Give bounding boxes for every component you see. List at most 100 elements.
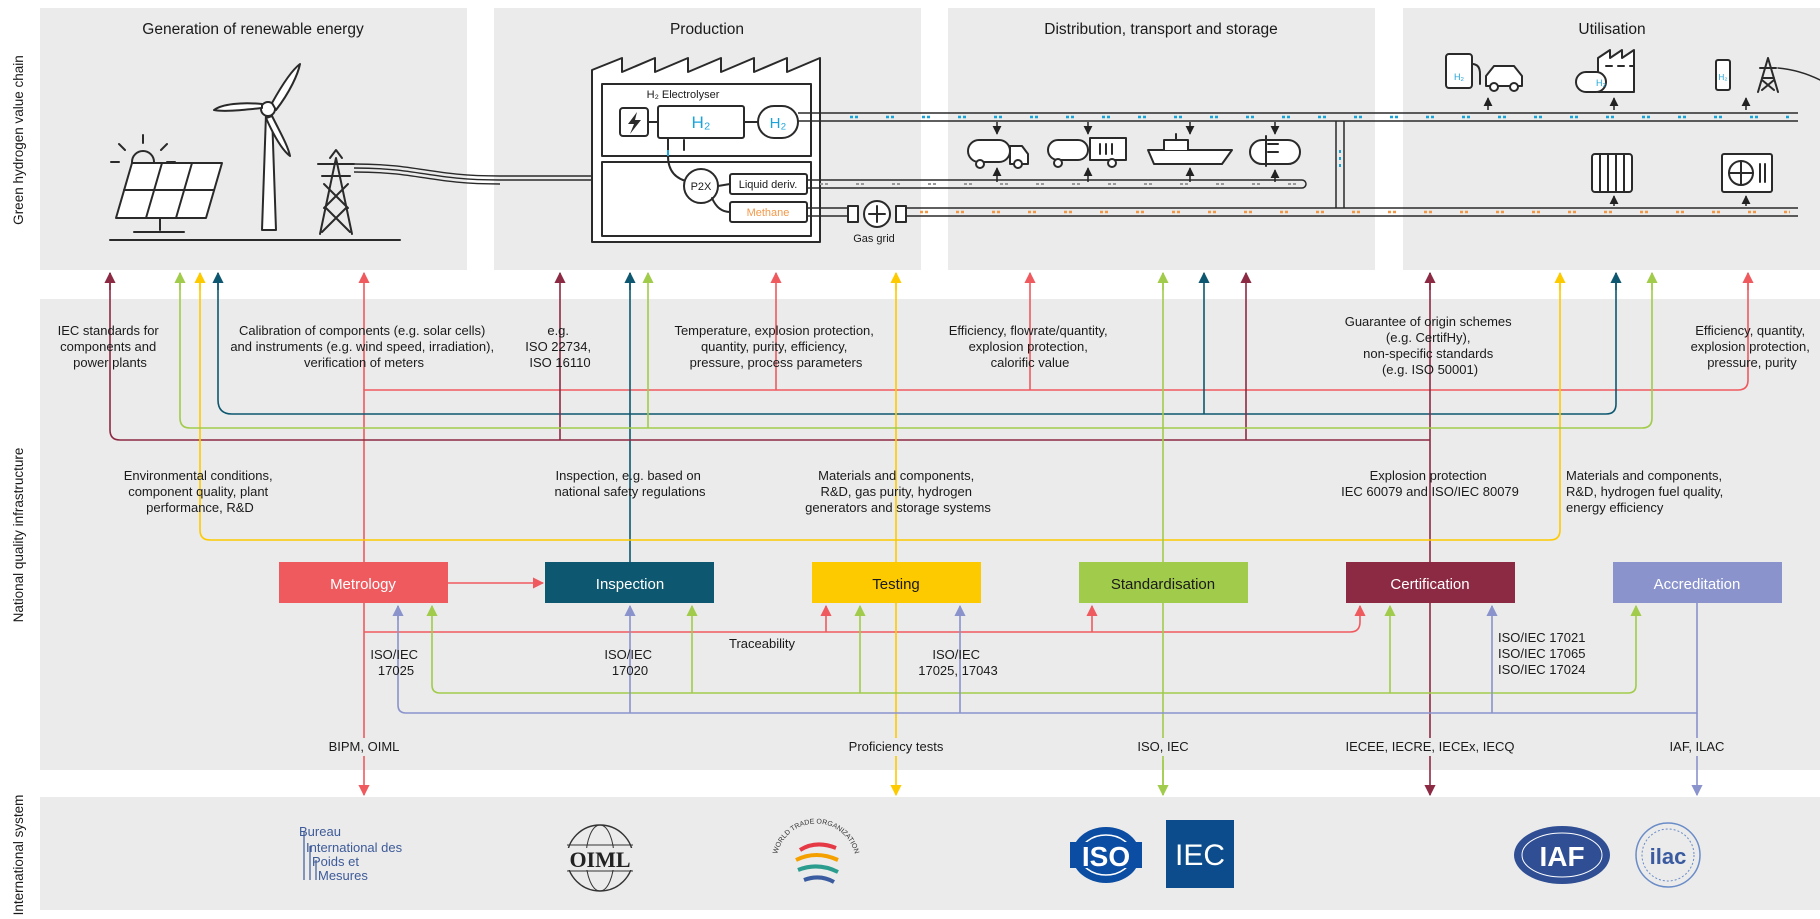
annotation-iso17025: ISO/IEC 17025 xyxy=(370,647,421,678)
annotation-explosion: Explosion protection IEC 60079 and ISO/I… xyxy=(1341,468,1519,499)
ship-icon xyxy=(1147,133,1233,165)
wind-turbine-icon xyxy=(213,63,301,231)
bipm-logo: Bureau International des Poids et Mesure… xyxy=(299,824,406,883)
annotation-iso17020: ISO/IEC 17020 xyxy=(604,647,655,678)
tank-h2: H₂ xyxy=(770,115,787,132)
accreditation-label: Accreditation xyxy=(1654,576,1741,593)
certification-box xyxy=(1346,562,1515,603)
testing-box xyxy=(812,562,981,603)
lightning-icon xyxy=(628,112,641,134)
svg-text:IAF: IAF xyxy=(1539,841,1584,872)
side-label-nqi: National quality infrastructure xyxy=(11,448,26,623)
panel-title-utilisation: Utilisation xyxy=(1578,21,1645,38)
utilisation-arrows xyxy=(1483,97,1751,206)
oiml-logo: OIML xyxy=(564,824,636,892)
liquid-deriv-label: Liquid deriv. xyxy=(739,179,798,191)
testing-label: Testing xyxy=(872,576,920,593)
inspection-label: Inspection xyxy=(596,576,664,593)
electrolyser-h2: H₂ xyxy=(692,113,711,132)
panel-title-generation: Generation of renewable energy xyxy=(142,21,364,38)
ilac-logo: ilac xyxy=(1635,822,1701,888)
metrology-box xyxy=(279,562,448,603)
side-label-value-chain: Green hydrogen value chain xyxy=(11,55,26,225)
power-pylon-icon xyxy=(317,149,355,235)
p2x-label: P2X xyxy=(691,181,712,193)
annotation-iso17025-17043: ISO/IEC 17025, 17043 xyxy=(918,647,998,678)
svg-text:ISO: ISO xyxy=(1082,841,1130,872)
panel-generation xyxy=(40,8,467,270)
svg-text:H₂: H₂ xyxy=(1596,78,1606,88)
standardisation-label: Standardisation xyxy=(1111,576,1215,593)
annotation-efficiency-flow: Efficiency, flowrate/quantity, explosion… xyxy=(949,323,1112,370)
annotation-calibration: Calibration of components (e.g. solar ce… xyxy=(230,323,497,370)
svg-text:ilac: ilac xyxy=(1650,844,1687,869)
annotation-materials-testing: Materials and components, R&D, gas purit… xyxy=(805,468,991,515)
iaf-logo: IAF xyxy=(1514,826,1610,884)
nqi-connections xyxy=(104,271,1754,797)
svg-text:H₂: H₂ xyxy=(1719,73,1728,82)
panel-title-distribution: Distribution, transport and storage xyxy=(1044,21,1277,38)
annotation-efficiency-quantity: Efficiency, quantity, explosion protecti… xyxy=(1691,323,1814,370)
svg-text:H₂: H₂ xyxy=(1454,72,1464,82)
iec-logo: IEC xyxy=(1166,820,1234,888)
label-proficiency: Proficiency tests xyxy=(849,739,944,754)
storage-tank-icon xyxy=(1249,135,1301,167)
certification-line xyxy=(109,273,1431,562)
hydrogen-pipeline xyxy=(798,112,1798,122)
side-label-international: International system xyxy=(11,795,26,916)
annotation-temperature: Temperature, explosion protection, quant… xyxy=(674,323,877,370)
electrolyser-label: H₂ Electrolyser xyxy=(647,89,720,101)
utilisation-icons: H₂ H₂ H₂ xyxy=(1445,49,1820,206)
label-iaf-ilac: IAF, ILAC xyxy=(1670,739,1725,754)
liquid-pipeline xyxy=(807,179,1307,189)
power-cables xyxy=(353,132,611,185)
standardisation-line xyxy=(179,273,1653,795)
fuel-station-car-icon: H₂ xyxy=(1445,53,1523,92)
annotation-environmental: Environmental conditions, component qual… xyxy=(124,468,276,515)
inspection-line xyxy=(217,273,1617,562)
panel-distribution xyxy=(948,8,1375,270)
panel-utilisation xyxy=(1403,8,1820,270)
accreditation-line xyxy=(397,603,1698,714)
battery-icon: H₂ xyxy=(1715,59,1731,91)
pipe-connector xyxy=(1335,121,1345,208)
svg-text:IEC: IEC xyxy=(1175,839,1225,872)
certification-label: Certification xyxy=(1390,576,1469,593)
trailer-truck-icon xyxy=(1047,137,1127,168)
methane-label: Methane xyxy=(747,207,790,219)
pylon-small-icon xyxy=(1757,57,1820,93)
gas-grid-label: Gas grid xyxy=(853,233,895,245)
nqi-boxes: Metrology Inspection Testing Standardisa… xyxy=(279,562,1782,603)
annotation-inspection-safety: Inspection, e.g. based on national safet… xyxy=(554,468,706,499)
generation-icons xyxy=(109,63,611,241)
methane-pipeline xyxy=(807,207,1798,217)
annotation-guarantee: Guarantee of origin schemes (e.g. Certif… xyxy=(1345,314,1516,377)
standardisation-box xyxy=(1079,562,1248,603)
label-bipm-oiml: BIPM, OIML xyxy=(329,739,400,754)
label-iso-iec: ISO, IEC xyxy=(1137,739,1188,754)
international-labels: BIPM, OIML Proficiency tests ISO, IEC IE… xyxy=(320,738,1728,756)
factory-icon: H₂ xyxy=(1575,49,1635,93)
annotation-materials-util: Materials and components, R&D, hydrogen … xyxy=(1566,468,1727,515)
annotation-iso17021: ISO/IEC 17021 ISO/IEC 17065 ISO/IEC 1702… xyxy=(1498,630,1589,677)
accreditation-box xyxy=(1613,562,1782,603)
gas-grid-valve-icon xyxy=(847,200,907,228)
radiator-icon xyxy=(1591,153,1633,193)
pipelines xyxy=(798,112,1798,217)
panel-title-production: Production xyxy=(670,21,744,38)
svg-text:Bureau International d: Bureau International des Poids et Mesure… xyxy=(299,824,406,883)
background-panels xyxy=(40,8,1820,910)
annotation-traceability: Traceability xyxy=(729,636,795,651)
distribution-icons xyxy=(967,122,1301,182)
distribution-arrows xyxy=(992,122,1280,182)
metrology-label: Metrology xyxy=(330,576,396,593)
annotation-iso22734: e.g. ISO 22734, ISO 16110 xyxy=(525,323,594,370)
inspection-box xyxy=(545,562,714,603)
svg-text:OIML: OIML xyxy=(569,847,630,872)
heat-pump-icon xyxy=(1721,153,1773,193)
label-iecee: IECEE, IECRE, IECEx, IECQ xyxy=(1345,739,1514,754)
production-plant: H₂ Electrolyser H₂ H₂ P2X Liquid deriv. … xyxy=(591,57,907,245)
nqi-band xyxy=(40,299,1820,770)
metrology-line xyxy=(363,273,1749,562)
